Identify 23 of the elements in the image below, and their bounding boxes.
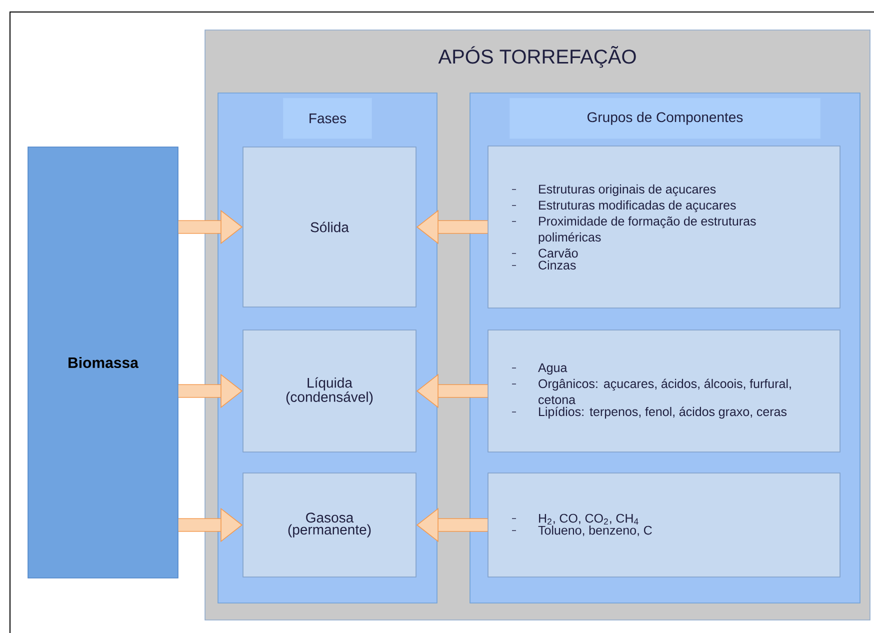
- source-box: Biomassa: [28, 146, 178, 578]
- phase-box: [242, 146, 416, 308]
- panel-header: Fases: [282, 98, 372, 139]
- list-item: H$_{2}$, CO, CO$_{2}$, CH$_{4}$: [539, 514, 638, 525]
- list-item: Agua: [538, 363, 568, 375]
- phase-label: Sólida: [310, 222, 349, 232]
- component-box: [488, 330, 840, 452]
- panel-header: Grupos de Componentes: [509, 98, 821, 139]
- list-item: Estruturas modificadas de açucares: [539, 200, 736, 212]
- list-item: Carvão: [538, 248, 578, 258]
- list-item: Orgânicos: açucares, ácidos, álcoois, furfural, cetona: [538, 378, 791, 404]
- phase-label: Líquida (condensável): [286, 377, 373, 405]
- panel-title: APÓS TORREFAÇÃO: [438, 46, 636, 68]
- phase-box: [242, 472, 416, 578]
- list-item: Estruturas originais de açucares: [539, 184, 716, 196]
- list-item: Cinzas: [538, 260, 576, 270]
- list-item: Lipídios: terpenos, fenol, ácidos graxo, ceras: [539, 406, 787, 419]
- list-item: Proximidade de formação de estruturas poliméricas: [538, 216, 756, 244]
- phase-label: Gasosa (permanente): [288, 512, 371, 538]
- phase-box: [242, 330, 416, 452]
- component-box: [488, 146, 840, 308]
- list-item: Tolueno, benzeno, C: [538, 526, 652, 536]
- component-box: [488, 472, 840, 578]
